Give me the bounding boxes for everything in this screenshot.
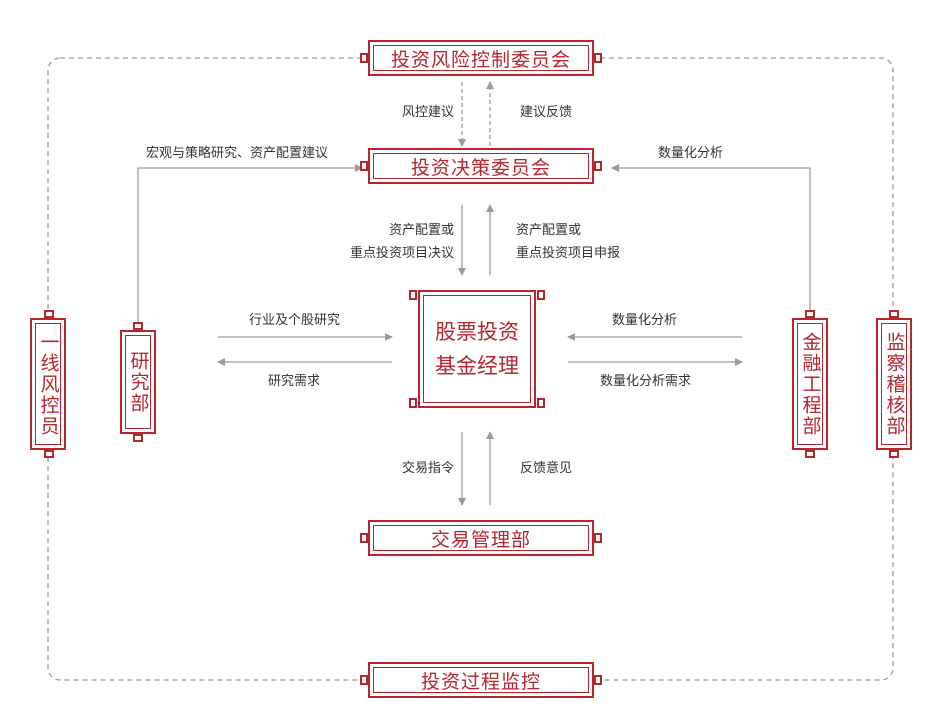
box-ornament xyxy=(360,53,368,63)
label-industry-research: 行业及个股研究 xyxy=(249,313,341,328)
box-ornament xyxy=(889,450,899,458)
box-ornament xyxy=(805,450,815,458)
label-research-demand: 研究需求 xyxy=(268,374,321,389)
trading-dept-label: 交易管理部 xyxy=(430,528,531,551)
label-decision-down-2: 重点投资项目决议 xyxy=(349,246,454,261)
box-ornament xyxy=(594,675,602,685)
risk-committee-box: 投资风险控制委员会 xyxy=(368,40,594,76)
box-ornament xyxy=(133,322,143,330)
process-monitor-label: 投资过程监控 xyxy=(420,670,541,693)
arrow-macro-research xyxy=(137,164,363,325)
label-quant-demand: 数量化分析需求 xyxy=(600,374,692,389)
research-dept-label: 研究部 xyxy=(127,350,150,414)
fund-manager-label-line1: 股票投资 xyxy=(435,320,519,344)
fund-manager-box: 股票投资 基金经理 xyxy=(418,290,536,408)
label-advice-feedback: 建议反馈 xyxy=(520,105,573,120)
box-ornament xyxy=(537,398,545,408)
label-macro-research: 宏观与策略研究、资产配置建议 xyxy=(146,146,329,161)
box-ornament xyxy=(805,310,815,318)
box-ornament xyxy=(44,310,54,318)
box-ornament xyxy=(889,310,899,318)
fin-eng-dept-label: 金融工程部 xyxy=(799,331,822,437)
box-ornament xyxy=(409,398,417,408)
research-dept-box: 研究部 xyxy=(120,330,156,434)
label-risk-advice: 风控建议 xyxy=(401,105,454,120)
frontline-risk-box: 一线风控员 xyxy=(30,318,66,450)
label-report-up-1: 资产配置或 xyxy=(516,223,582,238)
trading-dept-box: 交易管理部 xyxy=(368,520,594,556)
label-quant-analysis-mid: 数量化分析 xyxy=(612,313,678,328)
box-ornament xyxy=(360,161,368,171)
fin-eng-dept-box: 金融工程部 xyxy=(792,318,828,450)
frontline-risk-label: 一线风控员 xyxy=(37,331,60,437)
arrow-quant-top xyxy=(611,164,811,312)
box-ornament xyxy=(44,450,54,458)
box-ornament xyxy=(360,675,368,685)
fund-manager-label-line2: 基金经理 xyxy=(435,354,519,378)
audit-dept-label: 监察稽核部 xyxy=(883,331,906,437)
label-feedback: 反馈意见 xyxy=(520,461,573,476)
box-ornament xyxy=(537,290,545,300)
decision-committee-box: 投资决策委员会 xyxy=(368,148,594,184)
process-monitor-box: 投资过程监控 xyxy=(368,662,594,698)
label-quant-analysis-top: 数量化分析 xyxy=(658,146,724,161)
box-ornament xyxy=(594,533,602,543)
audit-dept-box: 监察稽核部 xyxy=(876,318,912,450)
label-trade-order: 交易指令 xyxy=(401,461,454,476)
box-ornament xyxy=(360,533,368,543)
decision-committee-label: 投资决策委员会 xyxy=(410,156,551,179)
label-report-up-2: 重点投资项目申报 xyxy=(516,246,621,261)
box-ornament xyxy=(133,434,143,442)
risk-committee-label: 投资风险控制委员会 xyxy=(390,48,571,71)
label-decision-down-1: 资产配置或 xyxy=(388,223,454,238)
box-ornament xyxy=(594,53,602,63)
box-ornament xyxy=(409,290,417,300)
box-ornament xyxy=(594,161,602,171)
